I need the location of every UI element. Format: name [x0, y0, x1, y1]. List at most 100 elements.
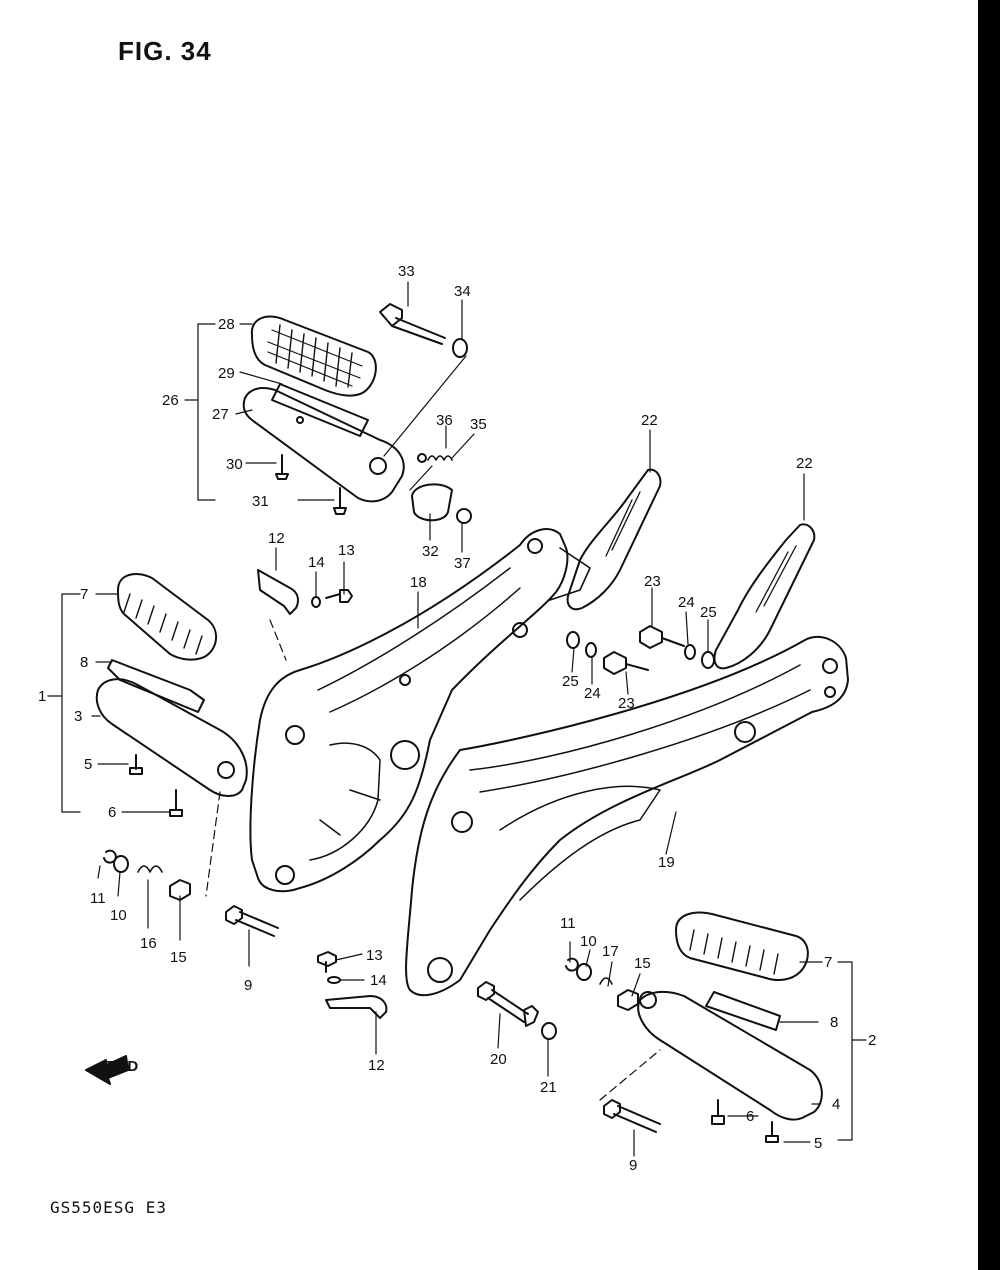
footrest-plate-8-right — [705, 991, 781, 1031]
footrest-27 — [242, 387, 405, 503]
callout-5-left: 5 — [84, 756, 92, 773]
callout-10-left: 10 — [110, 907, 127, 924]
callout-33: 33 — [398, 263, 415, 280]
callout-22-right: 22 — [796, 455, 813, 472]
bolt-13-upper — [325, 589, 353, 603]
callout-22-left: 22 — [641, 412, 658, 429]
washer-34 — [452, 338, 468, 358]
bolt-20 — [477, 981, 539, 1027]
bolt-23-lower — [603, 651, 649, 675]
callout-14-upper: 14 — [308, 554, 325, 571]
brackets-12-13-14 — [257, 569, 388, 1019]
washer-14-lower — [327, 976, 341, 984]
front-footrest-assembly-left — [95, 573, 248, 817]
screw-5-right — [765, 1121, 779, 1143]
screw-5-left — [129, 754, 143, 775]
callout-24-lower: 24 — [584, 685, 601, 702]
small-parts-left — [103, 849, 279, 937]
bolt-23-upper — [639, 625, 685, 649]
callout-14-lower: 14 — [370, 972, 387, 989]
callout-34: 34 — [454, 283, 471, 300]
callout-26: 26 — [162, 392, 179, 409]
callout-6-left: 6 — [108, 804, 116, 821]
leader-lines — [47, 281, 867, 1157]
callout-31: 31 — [252, 493, 269, 510]
callout-27: 27 — [212, 406, 229, 423]
e-ring-11-right — [565, 957, 579, 972]
callout-15-left: 15 — [170, 949, 187, 966]
figure-title: FIG. 34 — [118, 36, 212, 66]
callout-13-lower: 13 — [366, 947, 383, 964]
heel-plate-22-right — [713, 523, 816, 670]
callout-28: 28 — [218, 316, 235, 333]
callout-17: 17 — [602, 943, 619, 960]
callout-20: 20 — [490, 1051, 507, 1068]
collar-15-right — [617, 989, 639, 1011]
callout-1: 1 — [38, 688, 46, 705]
heel-plate-22-left — [566, 468, 662, 611]
callout-24-upper: 24 — [678, 594, 695, 611]
callout-23-lower: 23 — [618, 695, 635, 712]
spring-17-right — [599, 977, 613, 985]
footrest-plate-8-left — [107, 659, 205, 713]
callout-10-right: 10 — [580, 933, 597, 950]
callout-15-right: 15 — [634, 955, 651, 972]
pin-9-left — [225, 905, 279, 937]
collar-15-left — [169, 879, 191, 901]
callout-2: 2 — [868, 1032, 876, 1049]
callout-25-lower: 25 — [562, 673, 579, 690]
callout-19: 19 — [658, 854, 675, 871]
exploded-parts-diagram: FWD 1 2 3 4 5 5 — [38, 263, 876, 1174]
footrest-rubber-28 — [250, 315, 377, 397]
washer-24-lower — [585, 642, 597, 658]
small-parts-right — [477, 957, 661, 1133]
washer-10-right — [576, 963, 592, 981]
callout-30: 30 — [226, 456, 243, 473]
callout-6-right: 6 — [746, 1108, 754, 1125]
model-code: GS550ESG E3 — [50, 1198, 167, 1217]
callout-9-left: 9 — [244, 977, 252, 994]
callout-37: 37 — [454, 555, 471, 572]
callout-12-upper: 12 — [268, 530, 285, 547]
callout-7-left: 7 — [80, 586, 88, 603]
footrest-rubber-7-right — [675, 911, 809, 981]
cap-21 — [541, 1022, 557, 1040]
callout-16: 16 — [140, 935, 157, 952]
callout-21: 21 — [540, 1079, 557, 1096]
callout-13-upper: 13 — [338, 542, 355, 559]
bracket-12-lower — [325, 995, 388, 1019]
screw-6-right — [711, 1099, 725, 1125]
fasteners-23-25 — [566, 625, 715, 675]
footrest-3 — [95, 678, 248, 797]
footrest-bracket-19 — [405, 635, 849, 997]
bolt-13-lower — [317, 951, 337, 973]
spring-16-left — [137, 865, 163, 873]
pivot-32 — [411, 483, 453, 522]
callout-3: 3 — [74, 708, 82, 725]
footrest-4 — [637, 990, 823, 1121]
callout-29: 29 — [218, 365, 235, 382]
nut-37 — [456, 508, 472, 524]
washer-25-upper — [701, 651, 715, 669]
callout-4: 4 — [832, 1096, 840, 1113]
footrest-plate-29 — [271, 383, 369, 437]
washer-10-left — [113, 855, 129, 873]
front-footrest-assembly-right — [637, 911, 823, 1143]
callout-8-left: 8 — [80, 654, 88, 671]
page-edge-border — [978, 0, 1000, 1270]
rear-footrest-assembly — [242, 303, 472, 524]
bracket-12-upper — [257, 569, 299, 615]
screw-31 — [333, 487, 347, 515]
callout-8-right: 8 — [830, 1014, 838, 1031]
screw-30 — [275, 454, 289, 480]
callout-36: 36 — [436, 412, 453, 429]
washer-24-upper — [684, 644, 696, 660]
callout-25-upper: 25 — [700, 604, 717, 621]
footrest-bracket-18 — [249, 528, 591, 893]
footrest-rubber-7-left — [117, 573, 217, 661]
callout-7-right: 7 — [824, 954, 832, 971]
ball-36 — [417, 453, 427, 463]
callout-11-right: 11 — [560, 915, 576, 932]
callout-5-right: 5 — [814, 1135, 822, 1152]
callout-32: 32 — [422, 543, 439, 560]
